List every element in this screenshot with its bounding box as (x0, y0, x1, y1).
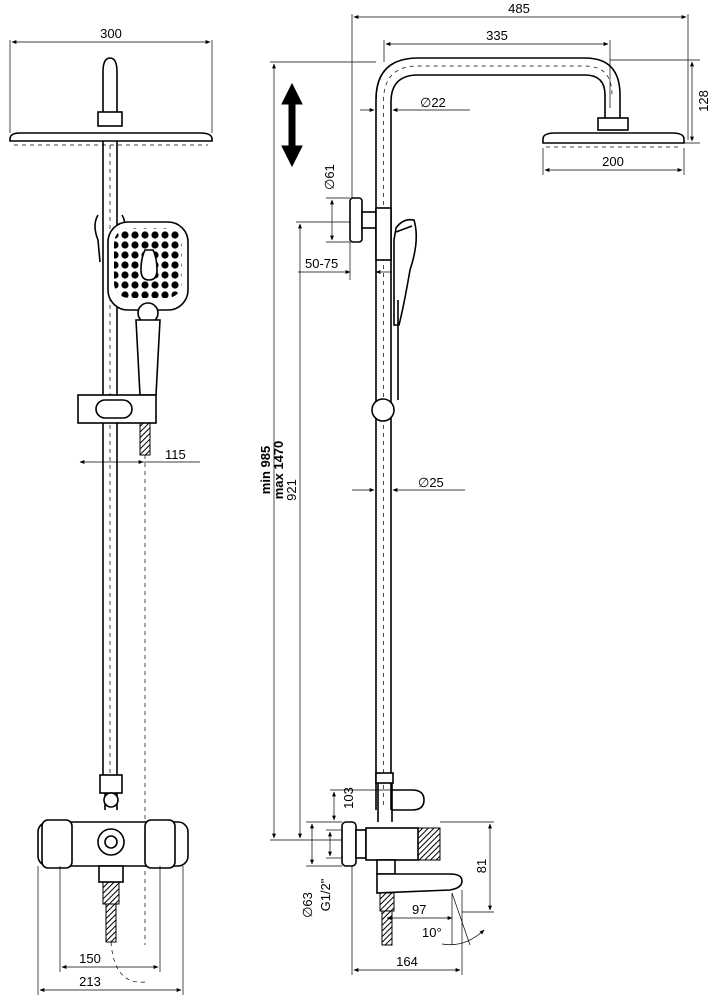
slide-holder-side-knob (371, 398, 395, 422)
mixer-side (341, 772, 463, 946)
arm-outer-edge (375, 57, 621, 810)
dim-label-height-max: max 1470 (271, 441, 286, 500)
dim-label-97: 97 (412, 902, 426, 917)
arm-centerline (383, 65, 613, 805)
rain-shower-head-side (542, 117, 685, 148)
slide-holder-knob (95, 399, 133, 419)
dim-label-164: 164 (396, 954, 418, 969)
wall-bracket-side (349, 197, 392, 261)
bath-spout (376, 873, 463, 894)
side-view: 485 335 128 ∅22 200 (258, 1, 711, 975)
riser-nut (103, 792, 119, 808)
bracket-clamp (375, 207, 392, 261)
mixer-right-knob (144, 819, 176, 869)
bracket-neck (361, 211, 377, 229)
side-eccentric (355, 829, 367, 859)
diverter-button-center (104, 835, 118, 849)
side-head-connector (597, 117, 629, 131)
dim-label-921: 921 (284, 479, 299, 501)
dim-label-115: 115 (165, 447, 186, 462)
side-wall-rosette (341, 821, 357, 867)
hose-thread-front (139, 422, 151, 456)
side-hose-connector (381, 910, 393, 946)
hose-curve (110, 941, 146, 983)
side-outlet-thread (379, 892, 395, 912)
hose-connector-front (105, 903, 117, 943)
side-head-plate (542, 132, 685, 144)
side-riser-coupling (375, 772, 394, 784)
mixer-front (37, 774, 189, 983)
dim-label-25: ∅25 (418, 475, 444, 490)
diverter-side (391, 789, 425, 811)
hose-loop-left (94, 214, 101, 263)
double-arrow-icon (281, 82, 303, 168)
dim-label-335: 335 (486, 28, 508, 43)
hand-shower-front (94, 214, 189, 396)
shower-arm-side (375, 57, 621, 810)
bracket-rosette (349, 197, 363, 243)
arm-inner-edge (390, 74, 606, 810)
mixer-left-knob (41, 819, 73, 869)
dim-label-10: 10° (422, 925, 442, 940)
dim-label-5075: 50-75 (305, 256, 338, 271)
mixer-outlet (98, 865, 124, 883)
angle-ray-10 (451, 892, 471, 946)
riser-coupling (99, 774, 123, 794)
side-knob-grip (417, 827, 441, 861)
dim-label-63: ∅63 (300, 892, 315, 918)
shower-head-plate (9, 132, 213, 142)
hand-shower-side-face (395, 225, 413, 233)
dim-label-128: 128 (696, 90, 711, 112)
dim-label-22: ∅22 (420, 95, 446, 110)
dim-label-103: 103 (341, 787, 356, 809)
shower-arm-stub (102, 57, 118, 115)
hand-shower-center-button (140, 249, 158, 281)
hand-shower-handle (135, 319, 161, 396)
dim-label-81: 81 (474, 859, 489, 873)
outlet-thread (102, 881, 120, 905)
dim-label-g12: G1/2" (318, 878, 333, 911)
dim-label-213: 213 (79, 974, 101, 989)
dim-label-height-min: min 985 (258, 446, 273, 494)
angle-arc-10 (441, 929, 485, 946)
shower-head-connector (97, 111, 123, 127)
dim-label-300: 300 (100, 26, 122, 41)
dim-label-61: ∅61 (322, 164, 337, 190)
side-mixer-body (365, 827, 419, 861)
dim-label-150: 150 (79, 951, 101, 966)
rain-shower-head-front (9, 57, 213, 146)
front-view: 300 (9, 26, 213, 995)
dim-label-200: 200 (602, 154, 624, 169)
hand-shower-side-body (393, 218, 418, 326)
height-adjust-arrow-icon (281, 82, 303, 168)
side-riser-lower (377, 783, 393, 822)
side-spout-neck (376, 859, 396, 875)
dim-label-485: 485 (508, 1, 530, 16)
hand-shower-side (393, 218, 418, 400)
